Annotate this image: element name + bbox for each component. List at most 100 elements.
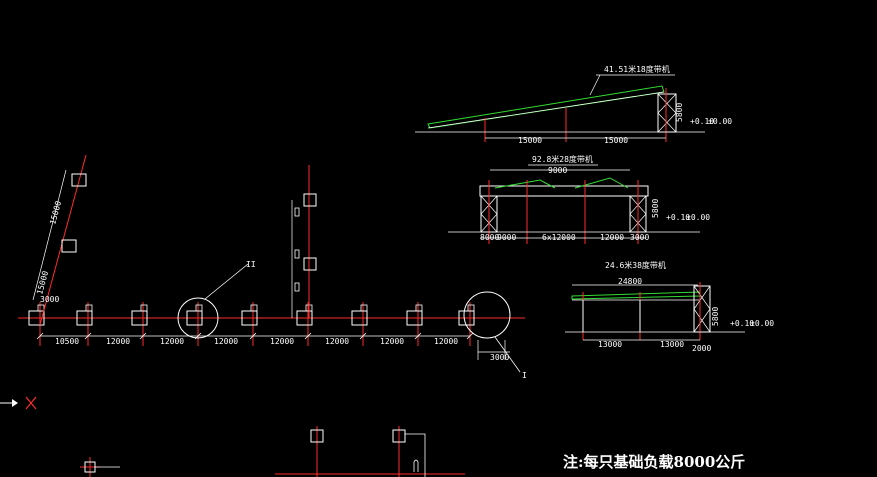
plan-dim-2: 12000: [106, 337, 130, 346]
elevation-3: 24.6米38度带机 24800 13000 13000 2000 +0.10 …: [565, 260, 774, 353]
plan-dim-4: 12000: [214, 337, 238, 346]
elevation-3-foot: 2000: [692, 344, 711, 353]
elevation-1-level: +0.10: [690, 117, 714, 126]
bottom-unit-2: [310, 429, 324, 443]
elevation-1-title: 41.51米18度带机: [604, 64, 670, 74]
plan-dim-7: 12000: [380, 337, 404, 346]
elevation-2-dim-2: 6x12000: [542, 233, 576, 242]
foundation-units: [28, 304, 475, 326]
foundation-unit: [296, 310, 313, 326]
dimension-tick: [84, 332, 92, 340]
foundation-unit: [351, 310, 368, 326]
elevation-3-level: +0.10: [730, 319, 754, 328]
plan-dim-1: 10500: [55, 337, 79, 346]
elevation-3-tower-bracing: [693, 285, 711, 333]
elevation-1-side: 5800: [675, 103, 684, 122]
dimension-tick: [304, 332, 312, 340]
plan-view: 10500 12000 12000 12000 12000 12000 1200…: [18, 154, 527, 380]
foundation-cap: [140, 304, 148, 312]
foundation-unit: [241, 310, 258, 326]
foundation-unit: [186, 310, 203, 326]
detail-circle-i: [463, 291, 511, 339]
detail-circle-ii: [177, 297, 219, 339]
elevation-1-tower: [657, 93, 677, 133]
foundation-cap: [250, 304, 258, 312]
slanted-unit-top: [71, 173, 87, 187]
elevation-3-dim-2: 13000: [660, 340, 684, 349]
elevation-3-side: 5800: [711, 307, 720, 326]
elevation-1-dim-2: 15000: [604, 136, 628, 145]
elevation-2-right-bracing: [629, 195, 647, 233]
elevation-2-side: 5800: [651, 199, 660, 218]
elevation-2-left-bracing: [480, 195, 498, 233]
dimension-tick: [466, 332, 474, 340]
elevation-2-legs: [488, 180, 639, 244]
vertical-tab-1: [294, 207, 300, 217]
elevation-1-belt: [427, 85, 665, 129]
elevation-2-truss: [479, 185, 649, 197]
dimension-tick: [139, 332, 147, 340]
elevation-3-belt: [571, 291, 701, 300]
elevation-2-title: 92.8米28度带机: [532, 154, 593, 164]
foundation-unit: [131, 310, 148, 326]
elevation-1-belt-edge: [427, 91, 665, 129]
plan-dim-5: 12000: [270, 337, 294, 346]
slanted-dim-2: 15000: [35, 270, 50, 296]
detail-label-ii: II: [246, 260, 256, 269]
detail-label-i: I: [522, 371, 527, 380]
bottom-bolt: [413, 459, 419, 472]
elevation-1-level-2: ±0.00: [708, 117, 732, 126]
dimension-tick: [36, 332, 44, 340]
elevation-3-top-dim: 24800: [618, 277, 642, 286]
foundation-cap: [415, 304, 423, 312]
bottom-fragments: [80, 426, 465, 477]
elevation-1-tower-bracing: [657, 93, 677, 133]
slanted-dimension-line: [32, 169, 67, 301]
slanted-unit-mid: [61, 239, 77, 253]
elevation-2-belt: [494, 177, 629, 189]
elevation-3-title: 24.6米38度带机: [605, 260, 666, 270]
plan-dim-6: 12000: [325, 337, 349, 346]
dimension-tick: [359, 332, 367, 340]
vertical-unit-top: [303, 193, 317, 207]
elevation-1-dim-1: 15000: [518, 136, 542, 145]
dimension-tick: [414, 332, 422, 340]
elevation-2-dim-3: 12000: [600, 233, 624, 242]
plan-dimension-ticks: [36, 332, 474, 340]
elevation-1-leader: [589, 74, 601, 96]
foundation-cap: [37, 304, 45, 312]
dimension-tick: [249, 332, 257, 340]
elevation-3-level-2: ±0.00: [750, 319, 774, 328]
elevation-2-small: 8000: [480, 233, 499, 242]
detail-dim-text: 3000: [490, 353, 509, 362]
foundation-unit: [76, 310, 93, 326]
column-axes: [39, 302, 471, 346]
bottom-lead-3: [405, 433, 426, 477]
elevation-3-tower: [693, 285, 711, 333]
slanted-dim-1: 15000: [48, 200, 63, 226]
elevation-2-top-dim: 9000: [548, 166, 567, 175]
elevation-2-level: +0.10: [666, 213, 690, 222]
elevation-1: 41.51米18度带机 15000 15000 +0.10 ±0.00 5800: [415, 64, 732, 145]
detail-leader-ii: [204, 263, 249, 300]
elevation-2-dim-1: 9000: [497, 233, 516, 242]
plan-dim-3: 12000: [160, 337, 184, 346]
bottom-unit-3: [392, 429, 406, 443]
plan-dim-8: 12000: [434, 337, 458, 346]
elevation-3-dim-1: 13000: [598, 340, 622, 349]
elevation-2-level-2: ±0.00: [686, 213, 710, 222]
vertical-tab-3: [294, 282, 300, 292]
slanted-small-dim: 3000: [40, 295, 59, 304]
elevation-2: 92.8米28度带机 9000 8000 9000 6x12000 12000 …: [448, 154, 710, 244]
vertical-tab-2: [294, 249, 300, 259]
foundation-unit: [28, 310, 45, 326]
foundation-unit: [406, 310, 423, 326]
foundation-cap: [360, 304, 368, 312]
ucs-x-arrow-icon: [0, 396, 37, 410]
elevation-2-dim-4: 3000: [630, 233, 649, 242]
vertical-unit-mid: [303, 257, 317, 271]
foundation-cap: [195, 304, 203, 312]
load-note: 注:每只基础负载8000公斤: [563, 453, 745, 471]
foundation-cap: [85, 304, 93, 312]
